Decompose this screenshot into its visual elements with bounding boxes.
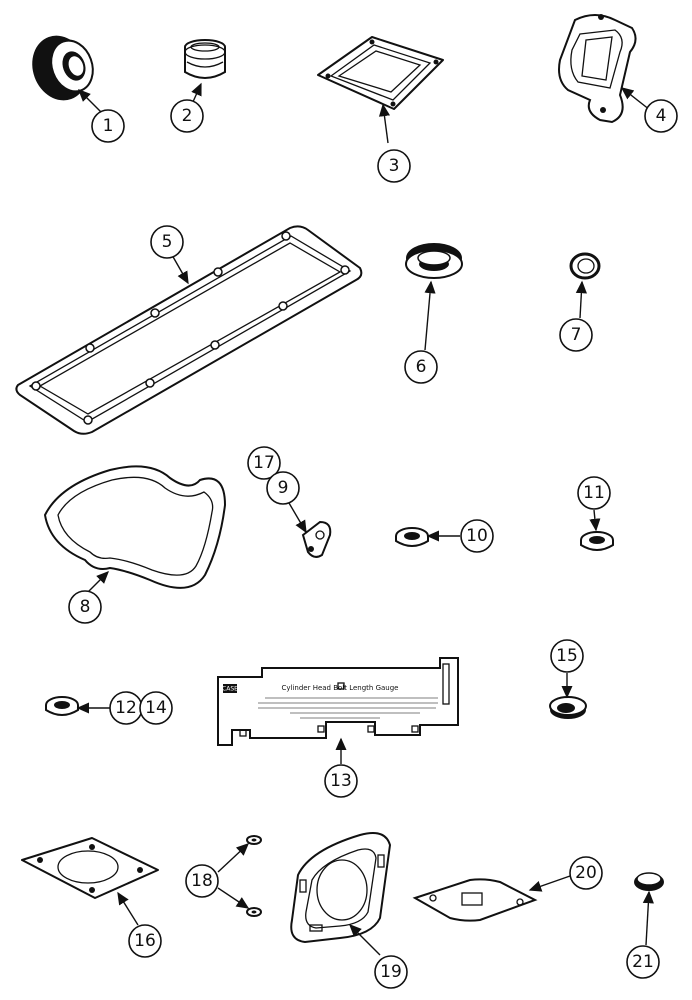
svg-text:11: 11 — [583, 483, 605, 503]
callout-8: 8 — [68, 590, 102, 624]
callout-20: 20 — [569, 856, 603, 890]
svg-text:5: 5 — [162, 232, 173, 252]
callout-19: 19 — [374, 955, 408, 989]
callout-6: 6 — [404, 350, 438, 384]
callout-2: 2 — [170, 99, 204, 133]
callout-1: 1 — [91, 109, 125, 143]
part-2-plug — [184, 39, 226, 79]
callout-21: 21 — [626, 945, 660, 979]
leader-lines — [76, 82, 654, 956]
part-10-seal — [395, 527, 429, 547]
svg-text:9: 9 — [278, 478, 289, 498]
callout-3: 3 — [377, 149, 411, 183]
svg-text:21: 21 — [632, 952, 654, 972]
callout-10: 10 — [460, 519, 494, 553]
part-18-washers — [246, 835, 262, 917]
svg-text:2: 2 — [182, 106, 193, 126]
svg-text:14: 14 — [145, 698, 167, 718]
part-7-ring — [569, 252, 601, 280]
part-5-rocker-cover-gasket — [15, 225, 363, 435]
svg-text:6: 6 — [416, 357, 427, 377]
callout-4: 4 — [644, 99, 678, 133]
callout-9: 9 — [266, 471, 300, 505]
part-4-gasket — [558, 14, 637, 124]
part-8-valve-cover-gasket — [43, 465, 227, 589]
part-20-oval-gasket — [412, 878, 538, 922]
part-1-seal — [32, 35, 94, 101]
callout-14: 14 — [139, 691, 173, 725]
svg-text:17: 17 — [253, 453, 275, 473]
callout-11: 11 — [577, 476, 611, 510]
part-15-plug — [549, 696, 587, 719]
svg-text:15: 15 — [556, 646, 578, 666]
callout-7: 7 — [559, 318, 593, 352]
callout-16: 16 — [128, 924, 162, 958]
svg-text:16: 16 — [134, 931, 156, 951]
svg-text:8: 8 — [80, 597, 91, 617]
part-21-o-ring — [634, 872, 664, 891]
part-9-clip — [301, 520, 332, 558]
svg-text:20: 20 — [575, 863, 597, 883]
callout-18: 18 — [185, 864, 219, 898]
callout-13: 13 — [324, 764, 358, 798]
callout-5: 5 — [150, 225, 184, 259]
gauge-logo: CASE — [222, 686, 238, 693]
part-11-seal — [580, 531, 614, 551]
part-16-square-gasket — [21, 837, 159, 899]
callout-15: 15 — [550, 639, 584, 673]
svg-text:18: 18 — [191, 871, 213, 891]
part-12-seal — [45, 696, 79, 716]
svg-text:1: 1 — [103, 116, 114, 136]
part-19-flange-gasket — [290, 832, 392, 944]
part-3-flange-gasket — [317, 36, 444, 110]
svg-text:19: 19 — [380, 962, 402, 982]
svg-text:12: 12 — [115, 698, 137, 718]
part-6-seal — [405, 243, 463, 279]
svg-text:4: 4 — [656, 106, 667, 126]
svg-text:10: 10 — [466, 526, 488, 546]
svg-text:7: 7 — [571, 325, 582, 345]
gauge-title: Cylinder Head Bolt Length Gauge — [281, 684, 398, 692]
callout-17: 17 — [247, 446, 281, 480]
svg-text:3: 3 — [389, 156, 400, 176]
callout-12: 12 — [109, 691, 143, 725]
part-13-bolt-length-gauge: CASE Cylinder Head Bolt Length Gauge — [217, 657, 459, 746]
svg-text:13: 13 — [330, 771, 352, 791]
